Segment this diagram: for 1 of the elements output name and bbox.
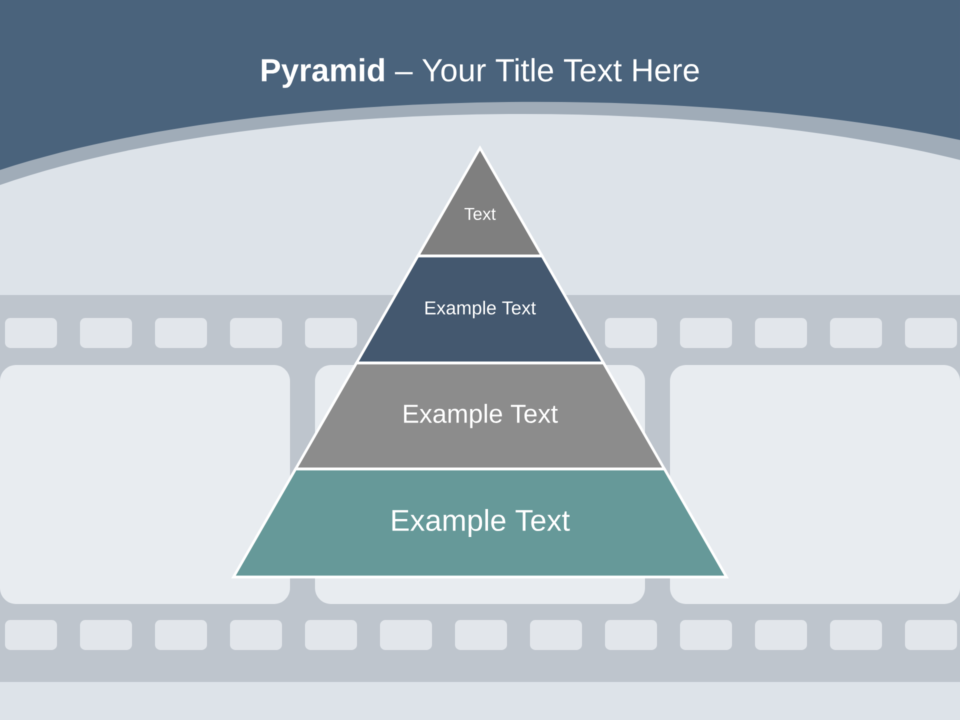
title: Pyramid – Your Title Text Here bbox=[262, 58, 699, 88]
